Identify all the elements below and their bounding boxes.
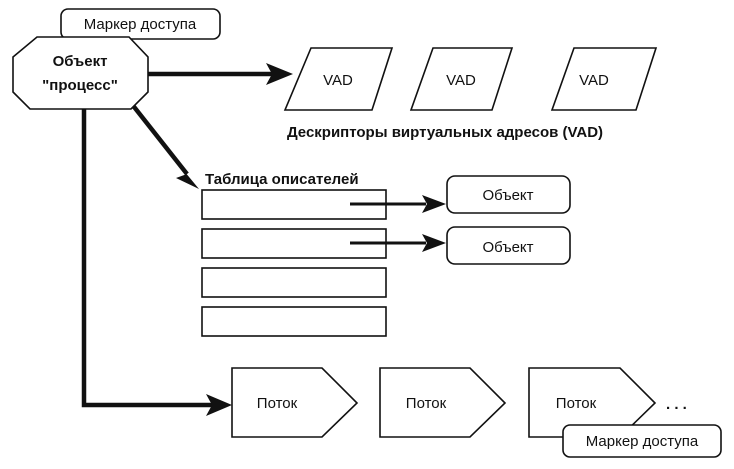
thread-label-3: Поток [556, 395, 597, 412]
thread-shape-2 [379, 367, 507, 438]
object-box-1 [446, 175, 571, 214]
vad-label-1: VAD [323, 72, 353, 89]
process-object-label-line1: Объект [53, 53, 108, 70]
handle-table-row-3 [201, 267, 387, 298]
vad-label-2: VAD [446, 72, 476, 89]
access-token-bottom-label: Маркер доступа [586, 433, 699, 450]
handle-table-title: Таблица описателей [205, 171, 359, 188]
handle-to-object-arrowhead-2 [422, 234, 446, 252]
access-token-bottom-box [562, 424, 722, 458]
thread-shape-1 [231, 367, 359, 438]
vad-caption: Дескрипторы виртуальных адресов (VAD) [287, 124, 603, 141]
object-label-1: Объект [482, 187, 533, 204]
access-token-top-box [60, 8, 221, 40]
process-to-handle-table-arrow [129, 101, 189, 176]
handle-to-object-arrowhead-1 [422, 195, 446, 213]
process-to-threads-arrowhead [206, 394, 232, 416]
vad-shape-2 [409, 47, 514, 111]
process-to-vad-arrowhead [266, 63, 293, 85]
process-object-octagon [12, 36, 149, 110]
vad-shape-3 [550, 47, 658, 111]
handle-table-row-4 [201, 306, 387, 337]
thread-label-2: Поток [406, 395, 447, 412]
object-label-2: Объект [482, 239, 533, 256]
vad-label-3: VAD [579, 72, 609, 89]
process-to-threads-arrow [81, 108, 212, 408]
threads-ellipsis: . . . [666, 396, 687, 413]
vad-shape-1 [283, 47, 394, 111]
process-to-handle-table-arrowhead [176, 166, 199, 189]
process-object-label-line2: "процесс" [42, 77, 118, 94]
object-box-2 [446, 226, 571, 265]
thread-label-1: Поток [257, 395, 298, 412]
access-token-top-label: Маркер доступа [84, 16, 197, 33]
thread-shape-3 [528, 367, 657, 438]
